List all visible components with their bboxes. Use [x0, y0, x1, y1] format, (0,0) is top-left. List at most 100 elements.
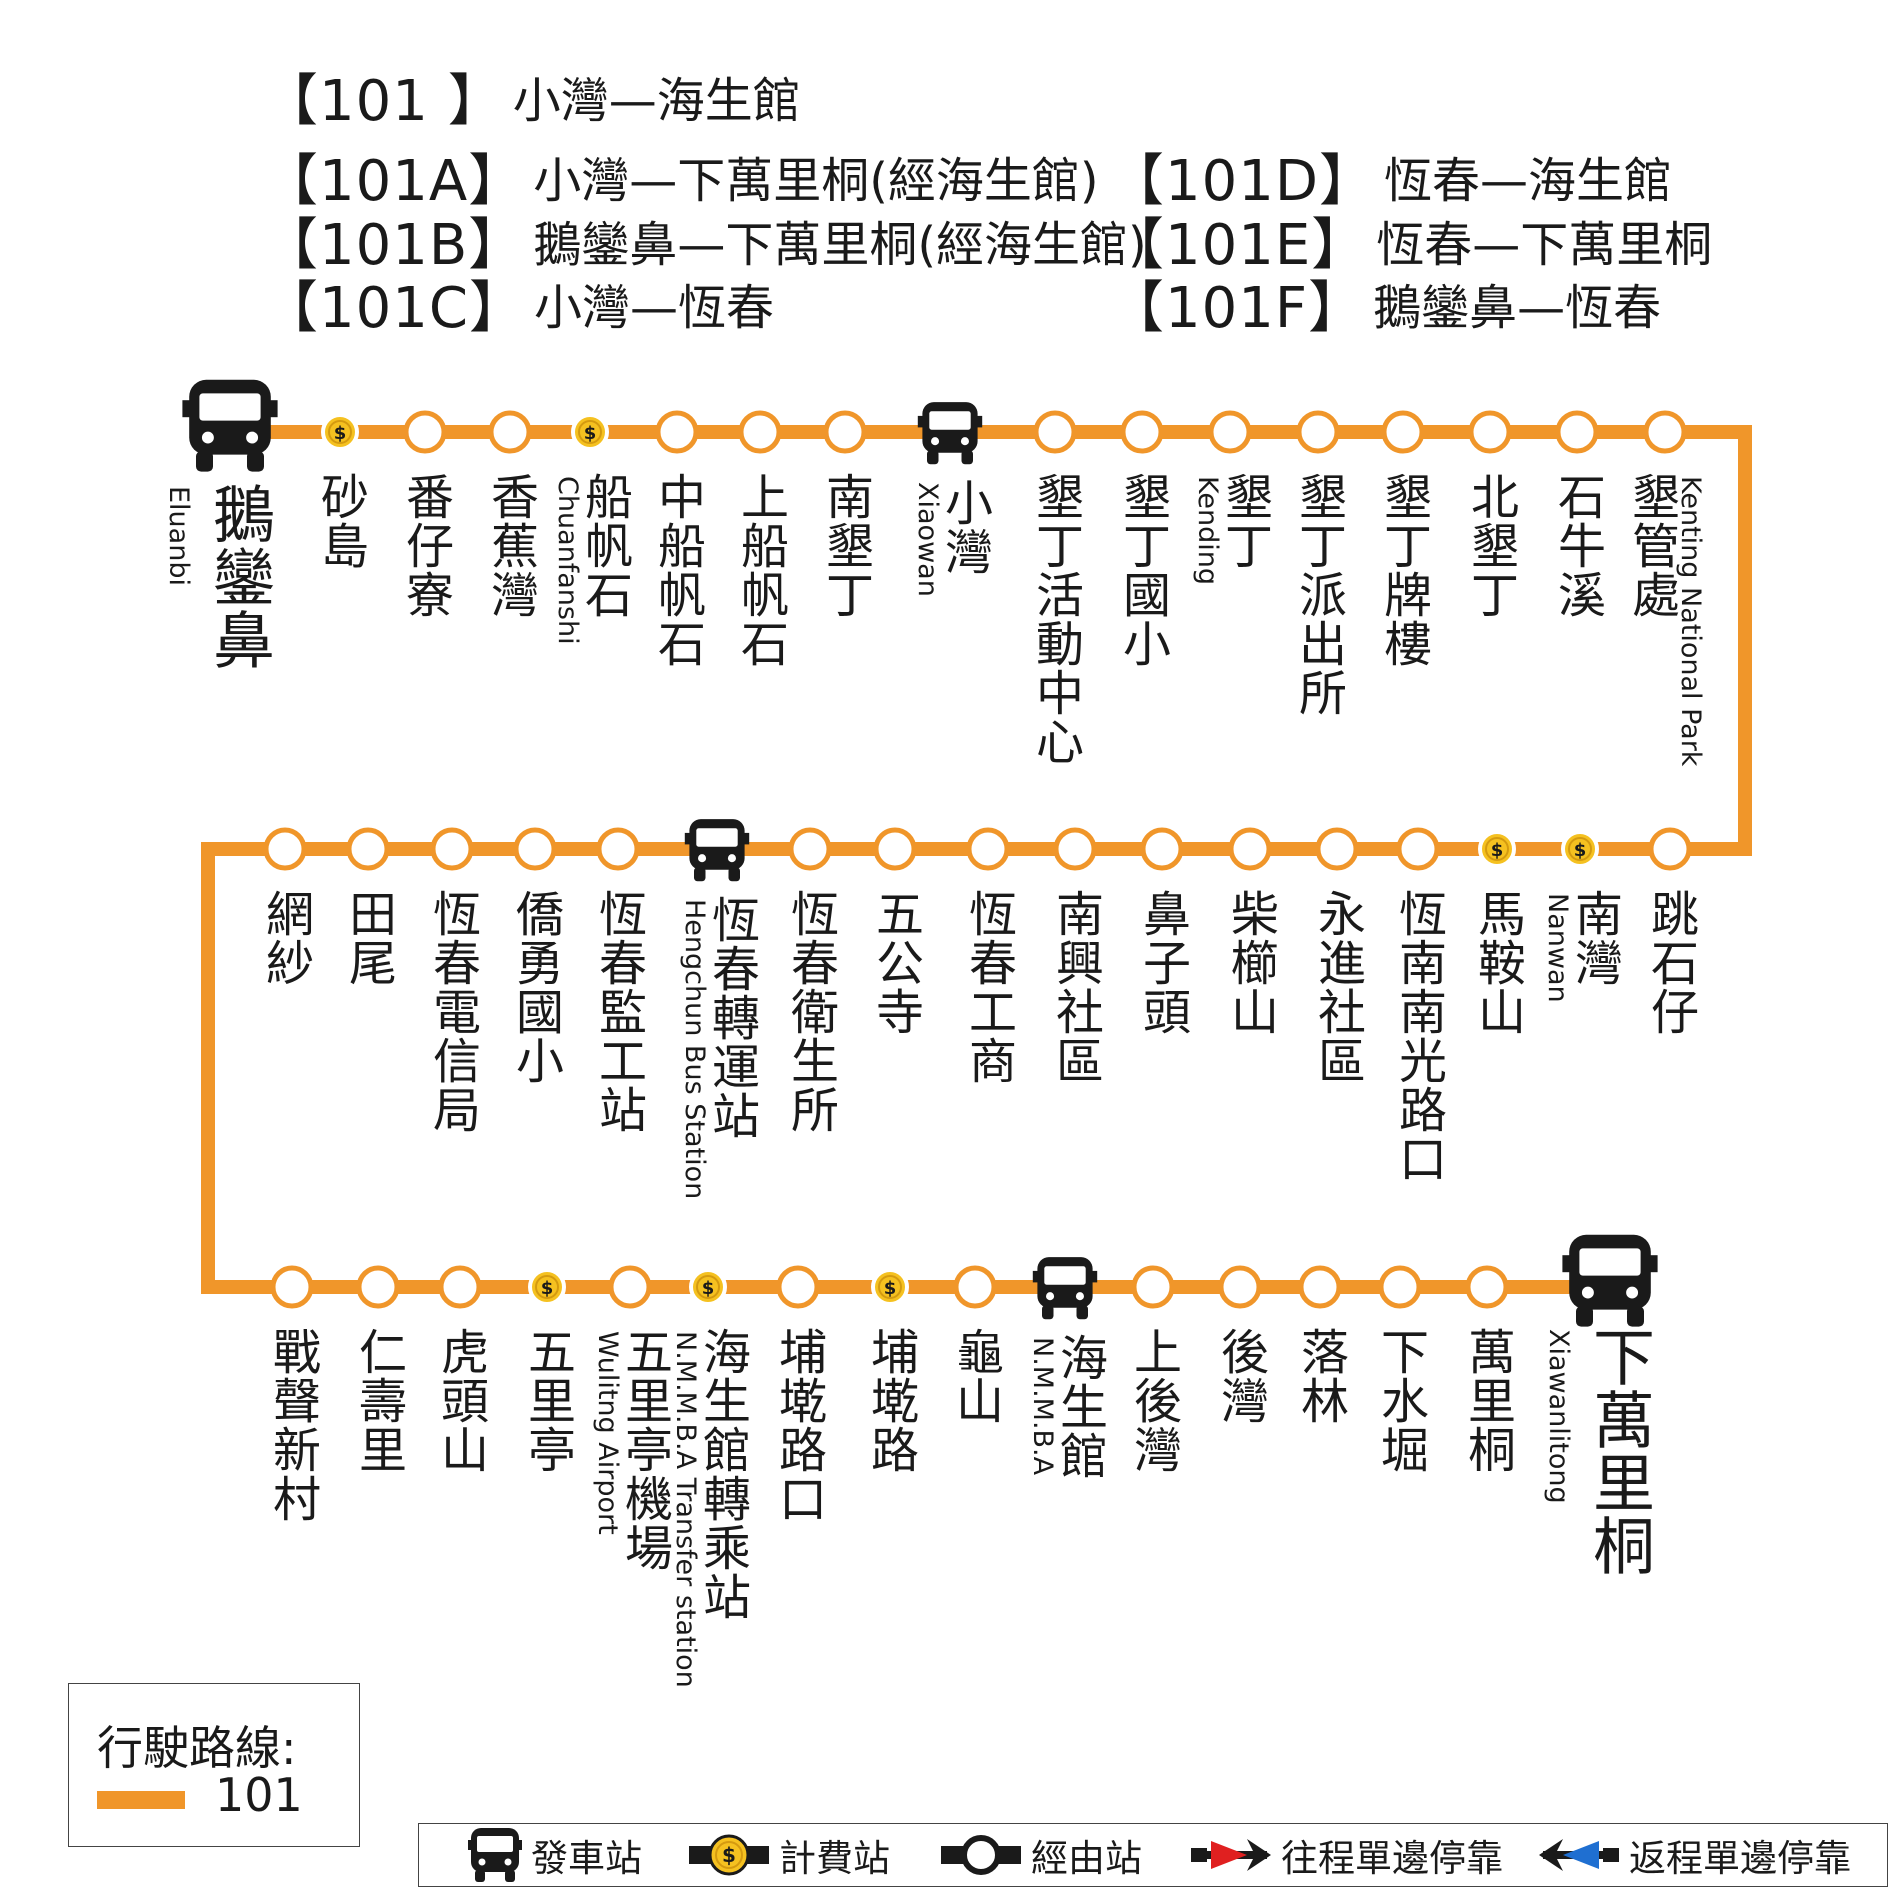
via-stop-circle	[430, 827, 474, 871]
fare-dollar-sign: $	[884, 1278, 897, 1299]
stop-name: 五公寺	[867, 889, 923, 1036]
via-stop-circle	[1120, 410, 1164, 454]
stop-name: 墾丁牌樓	[1375, 472, 1431, 668]
stop-name-en: Chuanfanshi	[552, 476, 583, 645]
fare-dollar-sign: $	[584, 423, 597, 444]
fare-stop-coin-ring	[535, 1275, 559, 1299]
stop-name-en: Nanwan	[1542, 893, 1573, 1003]
stop-name: 恆春工商	[960, 889, 1016, 1085]
via-stop-circle	[1228, 827, 1272, 871]
stop-name: 仁壽里	[350, 1327, 406, 1474]
stop-name: 恆春衛生所	[782, 889, 838, 1134]
terminal-bus-icon	[1562, 1234, 1658, 1327]
via-stop-circle	[1648, 827, 1692, 871]
stop-name: 墾管處	[1623, 472, 1679, 619]
stop-name: 北墾丁	[1462, 472, 1518, 619]
stop-name: 番仔寮	[397, 472, 453, 619]
fare-stop-coin-ring	[578, 420, 602, 444]
fare-stop-coin-ring	[328, 420, 352, 444]
stop-name-en: N.M.M.B.A	[1027, 1337, 1058, 1476]
fare-stop-coin	[1478, 830, 1516, 868]
stop-name: 南墾丁	[817, 472, 873, 619]
stop-name: 恆春監工站	[590, 889, 646, 1134]
fare-stop-coin	[871, 1268, 909, 1306]
key-label: 往程單邊停靠	[1281, 1837, 1503, 1880]
route-desc: 恆春—海生館	[1384, 153, 1673, 209]
legend-box: 行駛路線: 101	[68, 1683, 360, 1847]
key-item-forward: 往程單邊停靠	[1189, 1824, 1503, 1886]
fare-dollar-sign: $	[702, 1278, 715, 1299]
terminal-bus-icon	[182, 379, 278, 472]
stop-name: 香蕉灣	[482, 472, 538, 619]
stop-name: 海生館	[1051, 1333, 1107, 1480]
via-stop-circle	[608, 1265, 652, 1309]
stop-name-en: N.M.M.B.A Transfer station	[670, 1331, 701, 1688]
route-row-101: 【101 】 小灣—海生館	[262, 66, 801, 134]
stop-name: 中船帆石	[649, 472, 705, 668]
stop-name: 鼻子頭	[1134, 889, 1190, 1036]
stop-name: 埔墘路口	[770, 1327, 826, 1523]
route-row-101f: 【101F】 鵝鑾鼻—恆春	[1108, 273, 1661, 341]
fare-stop-coin	[689, 1268, 727, 1306]
via-stop-circle	[488, 410, 532, 454]
return-arrow-icon	[1539, 1839, 1619, 1871]
via-stop-circle	[873, 827, 917, 871]
via-stop-circle	[1208, 410, 1252, 454]
route-code: 【101F】	[1108, 275, 1366, 341]
stop-name-en: Xiaowan	[912, 482, 943, 597]
stop-name: 恆南南光路口	[1390, 889, 1446, 1183]
stop-name: 恆春轉運站	[703, 895, 759, 1140]
key-label: 返程單邊停靠	[1629, 1837, 1851, 1880]
stop-name: 後灣	[1212, 1327, 1268, 1425]
legend-title: 行駛路線:	[97, 1721, 297, 1775]
stop-name: 上船帆石	[732, 472, 788, 668]
via-stop-circle	[438, 1265, 482, 1309]
stop-name: 鵝鑾鼻	[202, 482, 275, 671]
via-stop-circle	[1381, 410, 1425, 454]
via-stop-circle	[356, 1265, 400, 1309]
stop-name: 永進社區	[1309, 889, 1365, 1085]
via-stop-circle	[788, 827, 832, 871]
fare-dollar-sign: $	[541, 1278, 554, 1299]
symbol-key: 發車站 $ 計費站 經由站 往程單邊停靠	[418, 1823, 1888, 1887]
stop-name: 墾丁國小	[1114, 472, 1170, 668]
stop-name: 墾丁活動中心	[1027, 472, 1083, 766]
via-stop-circle	[953, 1265, 997, 1309]
fare-stop-coin-ring	[696, 1275, 720, 1299]
via-stop-circle	[1140, 827, 1184, 871]
stop-name: 墾丁派出所	[1290, 472, 1346, 717]
stop-name: 南灣	[1566, 889, 1622, 987]
key-label: 計費站	[779, 1837, 890, 1880]
stop-name: 下萬里桐	[1582, 1325, 1655, 1577]
via-stop-circle	[1643, 410, 1687, 454]
via-stop-circle	[655, 410, 699, 454]
fare-dollar-sign: $	[334, 423, 347, 444]
key-item-via: 經由站	[939, 1824, 1142, 1886]
route-desc: 小灣—下萬里桐(經海生館)	[533, 153, 1099, 209]
via-stop-circle	[1378, 1265, 1422, 1309]
legend-route-swatch	[97, 1791, 185, 1809]
via-stop-circle	[1053, 827, 1097, 871]
fare-stop-coin-ring	[878, 1275, 902, 1299]
via-stop-circle	[596, 827, 640, 871]
key-item-fare: $ 計費站	[687, 1824, 890, 1886]
stop-name: 馬鞍山	[1469, 889, 1525, 1036]
fare-stop-coin-ring	[1485, 837, 1509, 861]
stop-name: 戰聲新村	[264, 1327, 320, 1523]
depot-bus-icon	[1032, 1257, 1098, 1320]
via-stop-circle	[403, 410, 447, 454]
via-stop-circle	[776, 1265, 820, 1309]
stop-name-en: Xiawanlitong	[1543, 1329, 1574, 1504]
stop-name: 下水堀	[1372, 1327, 1428, 1474]
stop-name: 田尾	[340, 889, 396, 987]
route-desc: 鵝鑾鼻—恆春	[1373, 280, 1662, 336]
stop-name-en: Kending	[1192, 476, 1223, 585]
via-stop-circle	[1555, 410, 1599, 454]
stop-name-en: Hengchun Bus Station	[679, 899, 710, 1200]
route-desc: 小灣—海生館	[512, 73, 801, 129]
via-stop-circle	[1468, 410, 1512, 454]
stop-name: 上後灣	[1125, 1327, 1181, 1474]
via-stop-circle	[263, 827, 307, 871]
stop-name: 網紗	[257, 889, 313, 987]
